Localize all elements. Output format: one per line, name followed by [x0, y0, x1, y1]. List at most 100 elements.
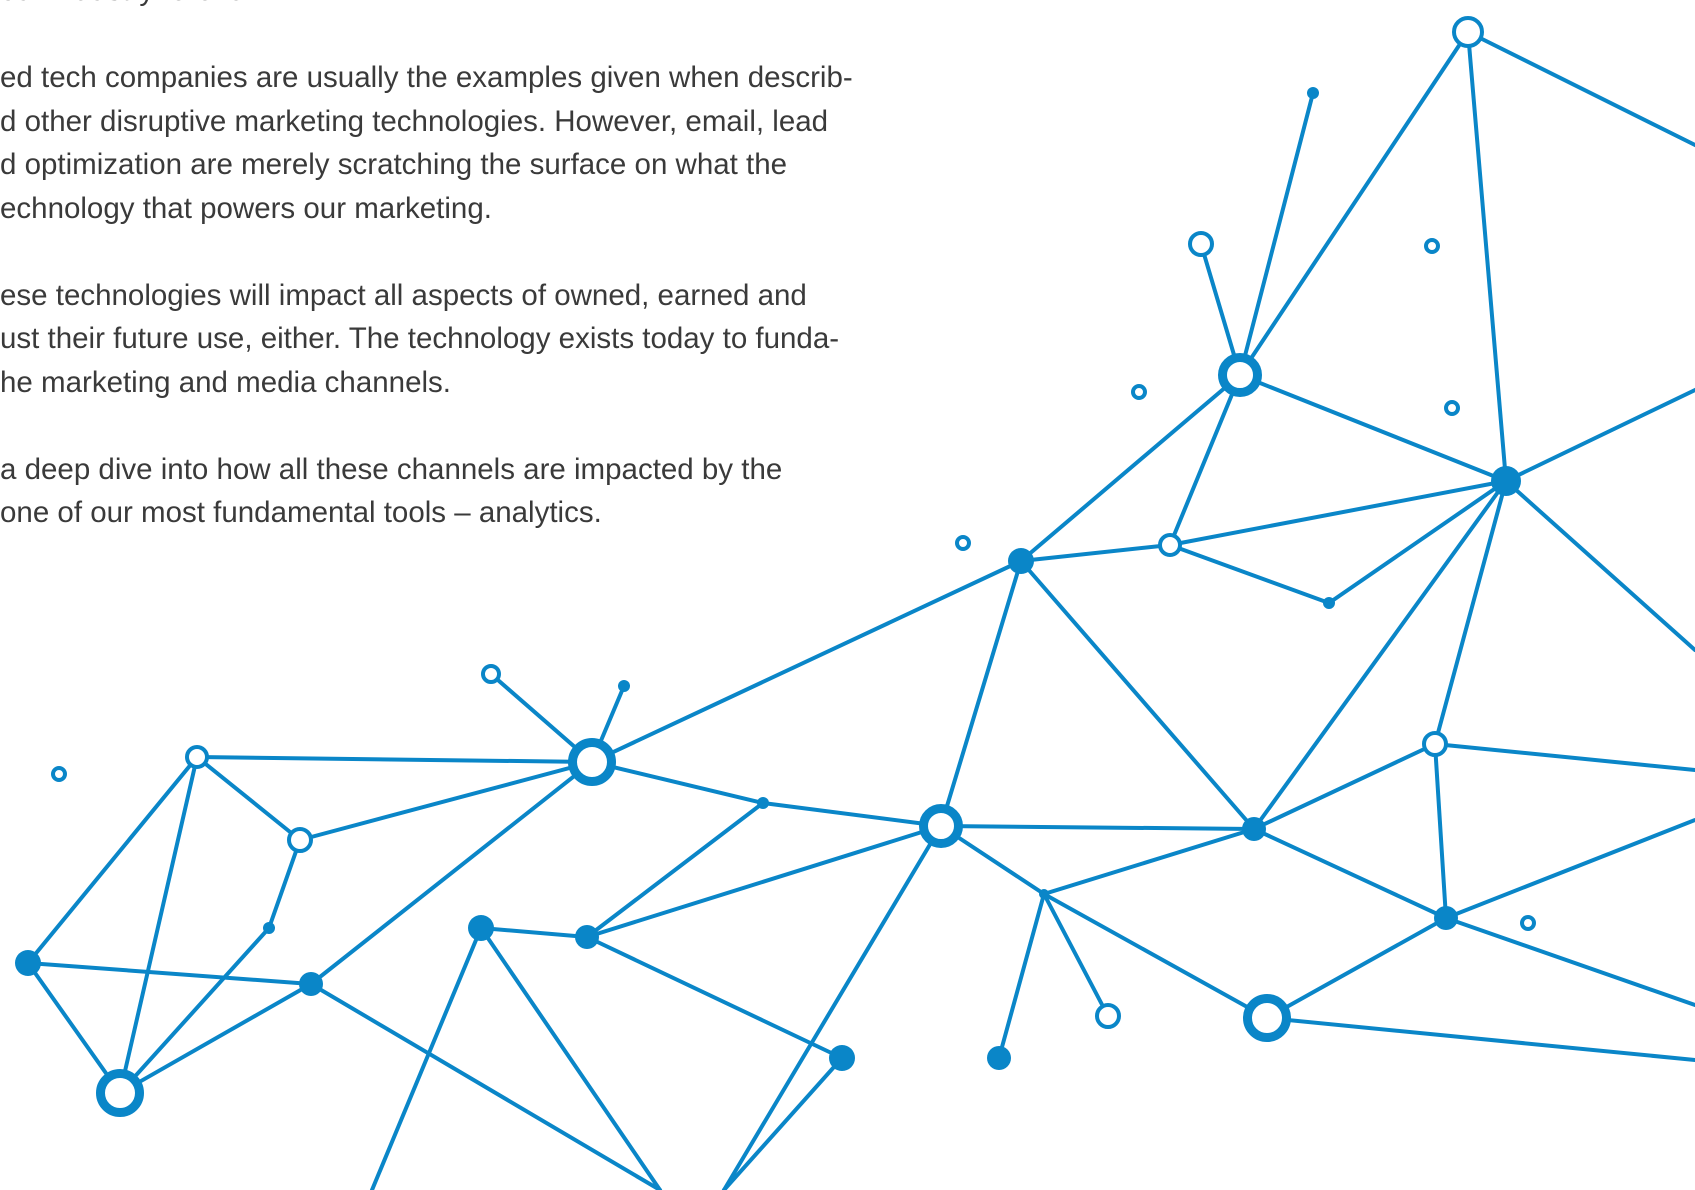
document-body-text: our industry forever. ed tech companies …	[0, 0, 1000, 535]
network-edge	[1168, 479, 1508, 547]
network-edge	[267, 838, 302, 930]
network-edge	[1444, 818, 1695, 920]
paragraph-4: a deep dive into how all these channels …	[0, 448, 1000, 535]
network-edge	[590, 760, 765, 805]
network-edge	[1168, 543, 1331, 605]
network-edge	[585, 935, 844, 1060]
network-edge	[298, 760, 594, 842]
network-edge	[761, 801, 943, 828]
network-node-dot	[1323, 597, 1335, 609]
floating-node-ring	[1131, 384, 1147, 400]
network-node-dot	[299, 972, 323, 996]
network-node-ring	[1452, 16, 1484, 48]
text-line: ese technologies will impact all aspects…	[0, 278, 807, 312]
network-edges	[26, 30, 1695, 1190]
network-edge	[1466, 30, 1695, 147]
network-node-dot	[618, 680, 630, 692]
network-edge	[1042, 892, 1110, 1018]
network-edge	[1199, 242, 1242, 377]
network-edge	[26, 961, 122, 1095]
network-node-dot	[987, 1046, 1011, 1070]
network-edge	[1265, 1016, 1695, 1062]
network-edge	[585, 824, 943, 939]
network-node-ring	[1218, 353, 1262, 397]
text-line: ust their future use, either. The techno…	[0, 322, 840, 355]
network-edge	[1252, 479, 1508, 831]
network-edge	[195, 755, 302, 842]
network-node-dot	[263, 922, 275, 934]
floating-node-ring	[1520, 915, 1536, 931]
network-edge	[118, 982, 313, 1095]
floating-node-ring	[1424, 238, 1440, 254]
network-node-ring	[568, 738, 616, 786]
network-edge	[939, 824, 1256, 831]
network-edge	[1238, 91, 1315, 377]
network-edge	[1019, 543, 1172, 563]
network-edge	[1466, 30, 1508, 483]
text-line: d other disruptive marketing technologie…	[0, 104, 829, 138]
network-edge	[370, 926, 483, 1190]
network-edge	[1238, 373, 1508, 483]
network-node-ring	[185, 745, 209, 769]
network-edge	[1265, 916, 1448, 1020]
network-edge	[309, 982, 662, 1190]
network-node-ring	[1188, 231, 1214, 257]
network-node-ring	[1243, 994, 1291, 1042]
network-edge	[585, 801, 765, 939]
text-line: echnology that powers our marketing.	[0, 191, 492, 225]
network-edge	[1019, 373, 1242, 563]
network-edge	[479, 926, 662, 1190]
text-line: he marketing and media channels.	[0, 365, 451, 399]
network-edge	[722, 1056, 844, 1190]
network-edge	[1238, 30, 1470, 377]
network-edge	[590, 559, 1023, 764]
network-node-dot	[757, 797, 769, 809]
network-node-dot	[468, 915, 494, 941]
network-edge	[1252, 742, 1437, 831]
network-edge	[195, 755, 594, 764]
network-nodes	[15, 16, 1536, 1117]
network-edge	[1444, 916, 1695, 1007]
network-edge	[118, 926, 271, 1095]
network-node-dot	[1491, 466, 1521, 496]
network-edge	[1433, 742, 1695, 772]
network-node-dot	[1242, 817, 1266, 841]
network-node-dot	[1008, 548, 1034, 574]
network-node-ring	[1422, 731, 1448, 757]
network-node-dot	[1039, 889, 1049, 899]
network-edge	[1252, 827, 1448, 920]
network-edge	[1504, 479, 1695, 652]
network-edge	[1327, 479, 1508, 605]
network-edge	[997, 892, 1046, 1060]
text-line: ed tech companies are usually the exampl…	[0, 61, 853, 94]
network-edge	[722, 824, 943, 1190]
text-line: d optimization are merely scratching the…	[0, 148, 788, 181]
network-edge	[26, 961, 313, 986]
network-edge	[1433, 742, 1448, 920]
paragraph-1: our industry forever.	[0, 0, 1000, 13]
network-node-ring	[481, 664, 501, 684]
network-edge	[1433, 479, 1508, 746]
network-node-ring	[919, 804, 963, 848]
network-node-dot	[1307, 87, 1319, 99]
network-edge	[939, 559, 1023, 828]
network-edge	[1504, 388, 1695, 483]
network-node-ring	[1158, 533, 1182, 557]
floating-node-ring	[1444, 400, 1460, 416]
network-edge	[1168, 373, 1242, 547]
network-node-ring	[287, 827, 313, 853]
network-edge	[479, 926, 589, 939]
network-edge	[309, 760, 594, 986]
paragraph-3: ese technologies will impact all aspects…	[0, 274, 1000, 405]
network-edge	[1042, 892, 1269, 1020]
network-node-dot	[1434, 906, 1458, 930]
network-node-dot	[829, 1045, 855, 1071]
network-node-dot	[575, 925, 599, 949]
network-node-ring	[1095, 1003, 1121, 1029]
network-edge	[118, 755, 199, 1095]
floating-node-ring	[955, 535, 971, 551]
network-node-dot	[15, 950, 41, 976]
text-line: one of our most fundamental tools – anal…	[0, 496, 602, 529]
paragraph-2: ed tech companies are usually the exampl…	[0, 56, 1000, 230]
